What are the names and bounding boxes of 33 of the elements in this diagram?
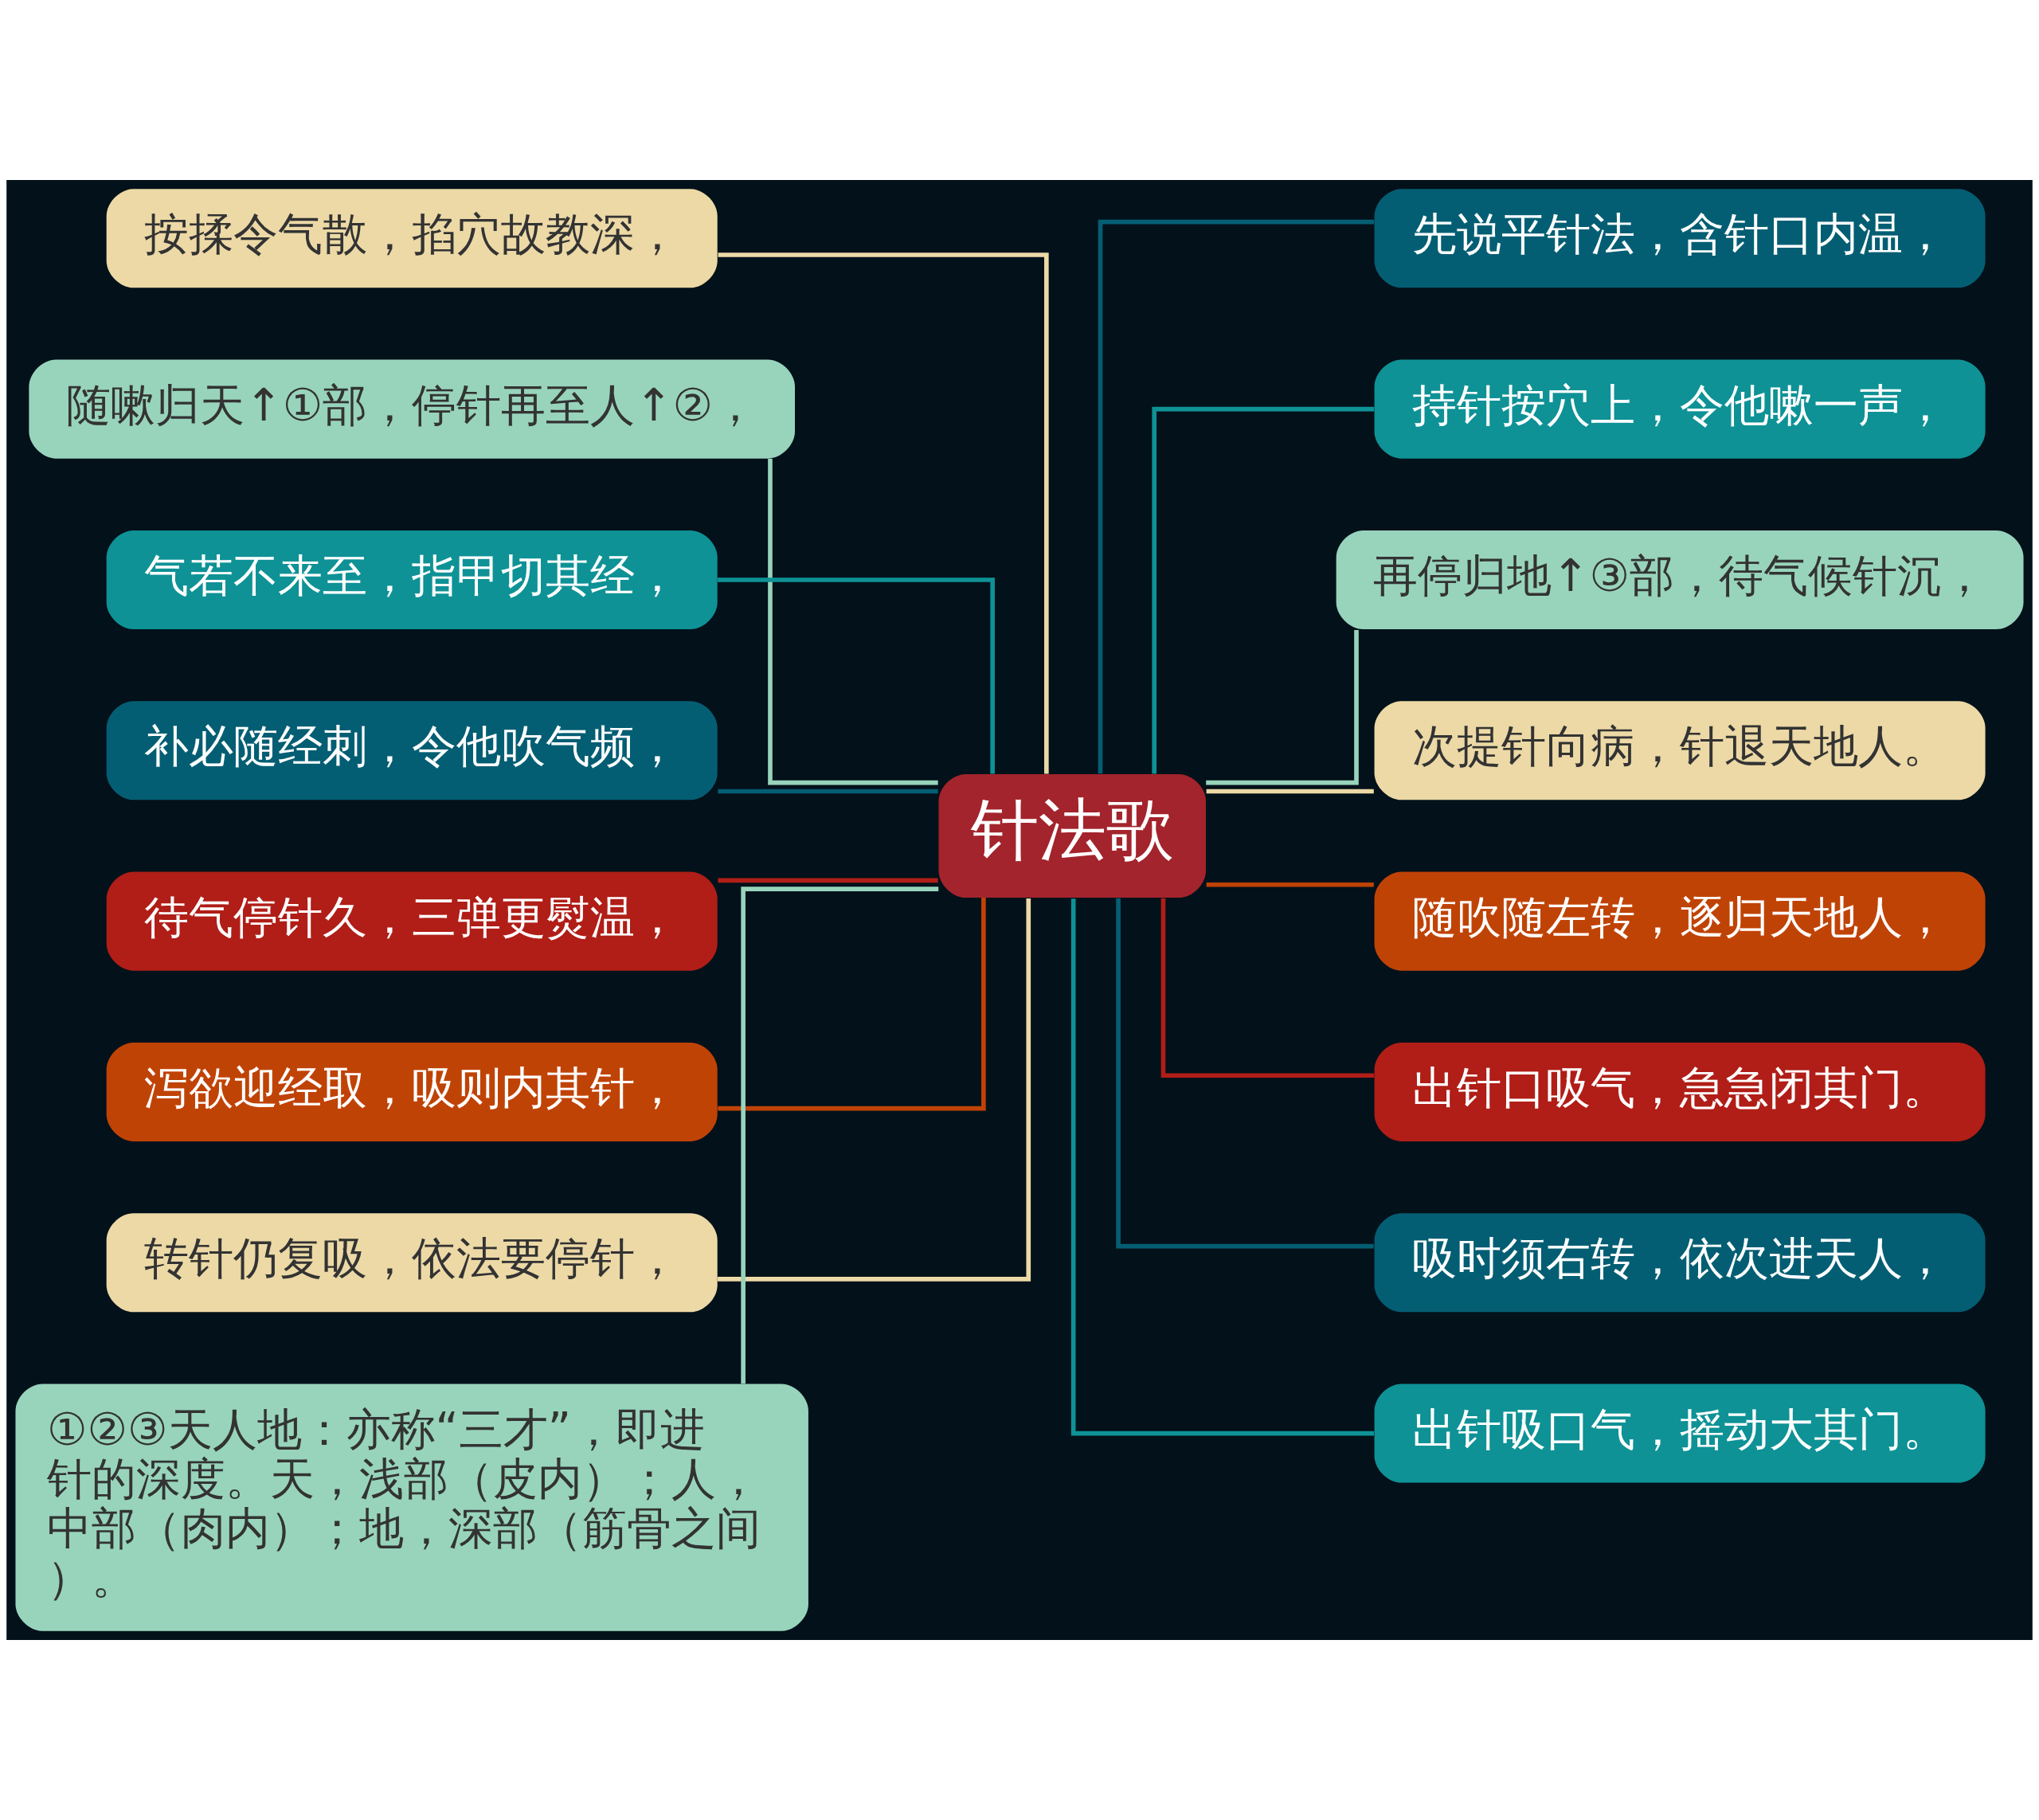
connector [718, 789, 938, 794]
node-box: 出针口吸气，急急闭其门。 [1374, 1042, 1986, 1141]
connector [1152, 406, 1375, 774]
node-box: 转针仍复吸，依法要停针， [106, 1213, 718, 1313]
connector [1070, 898, 1374, 1436]
node-box: 随嗽归天↑①部，停针再至人↑②， [29, 359, 795, 459]
connector [1206, 629, 1359, 785]
connector [718, 898, 986, 1111]
node-box: 次提针向病，针退天地人。 [1374, 701, 1986, 800]
connector [717, 898, 1031, 1282]
node-box: 按揉令气散，掐穴故教深， [106, 189, 718, 288]
connector [1160, 898, 1375, 1078]
connector [1116, 898, 1374, 1249]
connector [741, 887, 939, 1384]
node-box: 泻欲迎经取，吸则内其针， [106, 1042, 718, 1141]
node-box: 补必随经刺，令他吹气频， [106, 701, 718, 800]
connector [1206, 882, 1374, 887]
connector [718, 252, 1049, 774]
node-box: 吸时须右转，依次进天人， [1374, 1213, 1986, 1313]
node-box: 先说平针法，含针口内温， [1374, 189, 1986, 288]
node-box: 随吹随左转，逐归天地人， [1374, 871, 1986, 971]
connector [768, 458, 938, 785]
node-box: 再停归地↑③部，待气候针沉， [1336, 530, 2024, 629]
node-box: 待气停针久，三弹更熨温， [106, 871, 718, 971]
connector [1098, 219, 1375, 774]
connector [1206, 789, 1374, 794]
node-box: 气若不来至，指甲切其经， [106, 530, 718, 629]
node-box: ①②③天人地：亦称“三才”，即进针的深度。天，浅部（皮内）；人，中部（肉内）；地，深部（筋骨之间）。 [15, 1384, 808, 1631]
node-box: 针法歌 [938, 773, 1207, 898]
connector [718, 878, 938, 883]
node-box: 出针吸口气，摇动大其门。 [1374, 1384, 1986, 1483]
connector [717, 577, 995, 774]
node-box: 持针按穴上，令他嗽一声， [1374, 359, 1986, 459]
